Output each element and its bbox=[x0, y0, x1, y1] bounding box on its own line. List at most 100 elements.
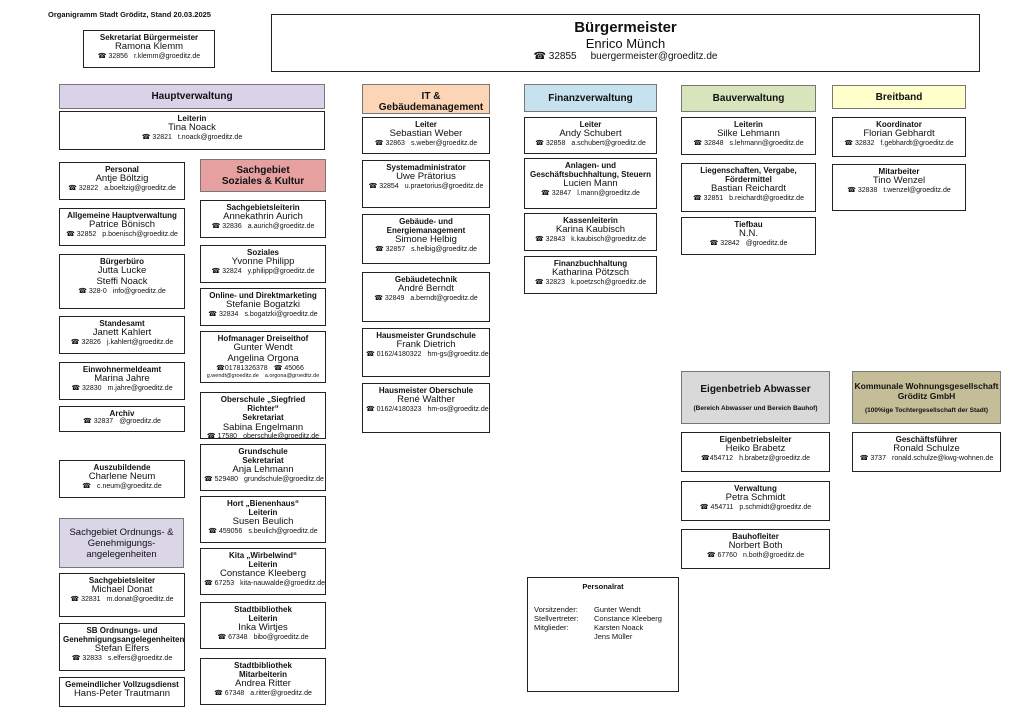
box-title: SB Ordnungs- und Genehmigungsangelegenhe… bbox=[63, 626, 185, 645]
email-address: k.kaubisch@groeditz.de bbox=[571, 236, 646, 244]
document-title: Organigramm Stadt Gröditz, Stand 20.03.2… bbox=[48, 10, 211, 19]
box-name: René Walther bbox=[397, 394, 455, 406]
email-address: g.wendt@groeditz.de bbox=[206, 373, 259, 380]
phone-number: ☎ 32857 bbox=[374, 246, 406, 254]
box-name: Heiko Brabetz bbox=[725, 443, 786, 455]
email-address: p.schmidt@groeditz.de bbox=[739, 504, 812, 512]
mayor-title: Bürgermeister bbox=[574, 19, 677, 36]
personalrat-row: Mitglieder:Karsten Noack bbox=[534, 623, 644, 632]
box-title: Stadtbibliothek bbox=[234, 661, 292, 670]
box-name: Janett Kahlert bbox=[92, 327, 152, 339]
box-name: Ramona Klemm bbox=[114, 41, 184, 53]
phone-number: ☎ 529480 bbox=[204, 476, 239, 484]
email-address: info@groeditz.de bbox=[112, 288, 166, 296]
email-address: s.lehmann@groeditz.de bbox=[729, 140, 804, 148]
box-title: Kita „Wirbelwind“ bbox=[229, 551, 297, 560]
box-archiv: Archiv☎ 32837@groeditz.de bbox=[59, 406, 185, 432]
box-name: Petra Schmidt bbox=[725, 492, 786, 504]
box-title: Sekretariat Bürgermeister bbox=[99, 33, 199, 42]
header-finanz: Finanzverwaltung bbox=[524, 84, 657, 112]
email-address: b.reichardt@groeditz.de bbox=[729, 195, 804, 203]
box-title: Stadtbibliothek bbox=[234, 605, 292, 614]
personalrat-box: Personalrat Vorsitzender:Gunter Wendt St… bbox=[527, 577, 679, 692]
email-address: a.aurich@groeditz.de bbox=[247, 223, 315, 231]
email-address: grundschule@groeditz.de bbox=[244, 476, 324, 484]
email-address: hm-gs@groeditz.de bbox=[427, 351, 489, 359]
box-name: Jutta Lucke bbox=[97, 265, 147, 277]
box-title: Koordinator bbox=[876, 120, 922, 129]
box-name: Andrea Ritter bbox=[235, 678, 291, 690]
box-name: Gunter Wendt bbox=[233, 342, 293, 354]
email-address: oberschule@groeditz.de bbox=[243, 433, 320, 441]
email-address: t.noack@groeditz.de bbox=[177, 134, 243, 142]
box-title: Hausmeister Oberschule bbox=[378, 386, 474, 395]
phone-number: ☎ 32863 bbox=[374, 140, 405, 148]
phone-number: ☎ 32834 bbox=[208, 311, 239, 319]
email-address: t.wenzel@groeditz.de bbox=[883, 187, 951, 195]
email-address: n.both@groeditz.de bbox=[742, 552, 805, 560]
box-name: Angelina Orgona bbox=[227, 353, 299, 365]
email-address: a.orgona@groeditz.de bbox=[264, 373, 320, 380]
box-title: Einwohnermeldeamt bbox=[82, 365, 162, 374]
box-contact: ☎ 0162/4180322 hm-gs@groeditz.de bbox=[366, 351, 489, 359]
phone-number: ☎ 32843 bbox=[535, 236, 566, 244]
phone-number: ☎ 32826 bbox=[70, 339, 101, 347]
phone-number: ☎ 67253 bbox=[204, 580, 235, 588]
box-title: Tiefbau bbox=[734, 220, 763, 229]
phone-number: ☎ 32823 bbox=[534, 279, 565, 287]
phone-number: ☎ 32858 bbox=[535, 140, 566, 148]
box-name: Florian Gebhardt bbox=[863, 128, 935, 140]
header-kwg: Kommunale Wohnungsgesellschaft Gröditz G… bbox=[852, 371, 1001, 424]
email-address: f.gebhardt@groeditz.de bbox=[880, 140, 954, 148]
phone-number: ☎ 0162/4180322 bbox=[366, 351, 422, 359]
box-sb-ordnung: SB Ordnungs- und Genehmigungsangelegenhe… bbox=[59, 623, 185, 671]
header-it: IT & Gebäudemanagement bbox=[362, 84, 490, 114]
email-address: bibo@groeditz.de bbox=[253, 634, 309, 642]
email-address: kita-nauwalde@groeditz.de bbox=[240, 580, 326, 588]
box-title: Online- und Direktmarketing bbox=[209, 291, 317, 300]
box-name: Tino Wenzel bbox=[872, 175, 926, 187]
phone-number: ☎ 67348 bbox=[214, 690, 245, 698]
box-name: Stefan Elfers bbox=[94, 643, 150, 655]
box-name: Stefanie Bogatzki bbox=[226, 299, 300, 311]
box-name: Uwe Prätorius bbox=[396, 171, 456, 183]
box-subtitle: Leiterin bbox=[248, 614, 278, 624]
box-name: Karina Kaubisch bbox=[555, 224, 626, 236]
header-kwg-title: Kommunale Wohnungsgesellschaft Gröditz G… bbox=[854, 381, 999, 401]
box-title: Auszubildende bbox=[93, 463, 151, 472]
email-address: u.praetorius@groeditz.de bbox=[404, 183, 484, 191]
email-address: s.weber@groeditz.de bbox=[410, 140, 478, 148]
box-contact: ☎c.neum@groeditz.de bbox=[63, 483, 181, 491]
phone-number: ☎ 17580 bbox=[206, 433, 238, 441]
phone-number: ☎ 32822 bbox=[68, 185, 99, 193]
header-hauptverwaltung: Hauptverwaltung bbox=[59, 84, 325, 109]
